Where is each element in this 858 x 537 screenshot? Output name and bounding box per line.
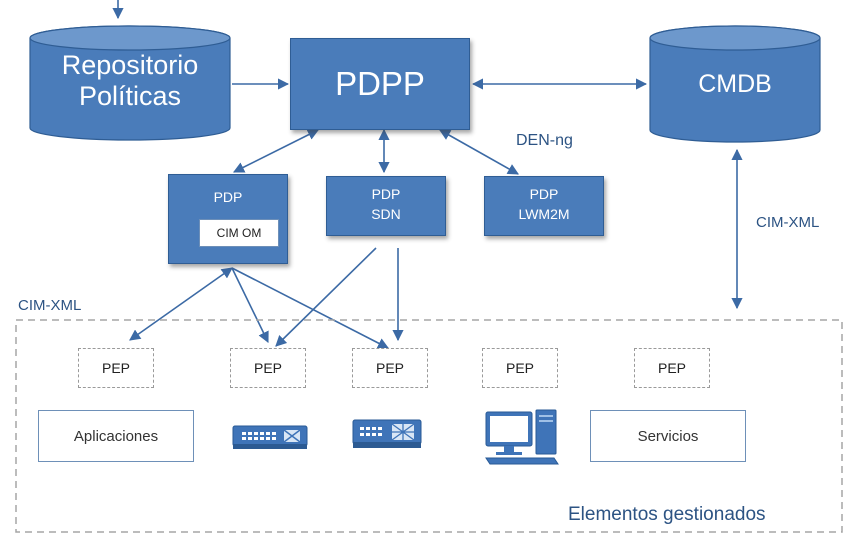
cylinder-repositorio	[29, 25, 231, 141]
pdp-lwm2m-line2: LWM2M	[518, 206, 570, 222]
cim-om-label: CIM OM	[199, 219, 279, 247]
pdp-sdn-line1: PDP	[371, 186, 401, 202]
cim-xml-right-label: CIM-XML	[756, 214, 820, 231]
arrow-pdpp-pdp1	[232, 129, 320, 173]
pdpp-label: PDPP	[335, 65, 425, 102]
repositorio-label-line1: Repositorio	[61, 50, 199, 80]
pdp-lwm2m-line1: PDP	[529, 186, 559, 202]
switch-icon	[232, 425, 308, 449]
cim-xml-left-label: CIM-XML	[18, 297, 82, 314]
servicios-box: Servicios	[590, 410, 746, 462]
router-icon	[352, 419, 422, 448]
pep-box-4: PEP	[482, 348, 558, 388]
repositorio-label: Repositorio Políticas	[30, 50, 230, 112]
pep-box-1: PEP	[78, 348, 154, 388]
elementos-gestionados-label: Elementos gestionados	[568, 504, 766, 525]
repositorio-label-line2: Políticas	[78, 81, 182, 112]
pep-box-3: PEP	[352, 348, 428, 388]
cylinder-cmdb	[649, 25, 821, 143]
pdp-sdn-line2: SDN	[371, 206, 401, 222]
pdp-sdn-box: PDP SDN	[326, 176, 446, 236]
arrow-pdpp-pdp3	[439, 129, 519, 175]
pep-box-5: PEP	[634, 348, 710, 388]
arrow-pdp1-pep2	[231, 267, 269, 344]
pdp-cim-title: PDP	[213, 189, 243, 205]
arrow-pdp1-pep3	[231, 267, 389, 349]
managed-elements-container	[15, 319, 843, 533]
arrow-pdp2-pep2	[275, 247, 377, 347]
pdp-cim-box: PDP CIM OM	[168, 174, 288, 264]
den-ng-label: DEN-ng	[516, 132, 573, 149]
pdpp-box: PDPP	[290, 38, 470, 130]
pdp-lwm2m-box: PDP LWM2M	[484, 176, 604, 236]
aplicaciones-box: Aplicaciones	[38, 410, 194, 462]
arrow-pdp1-pep1	[129, 267, 233, 341]
pep-box-2: PEP	[230, 348, 306, 388]
cmdb-label: CMDB	[698, 70, 772, 98]
computer-icon	[485, 409, 559, 465]
